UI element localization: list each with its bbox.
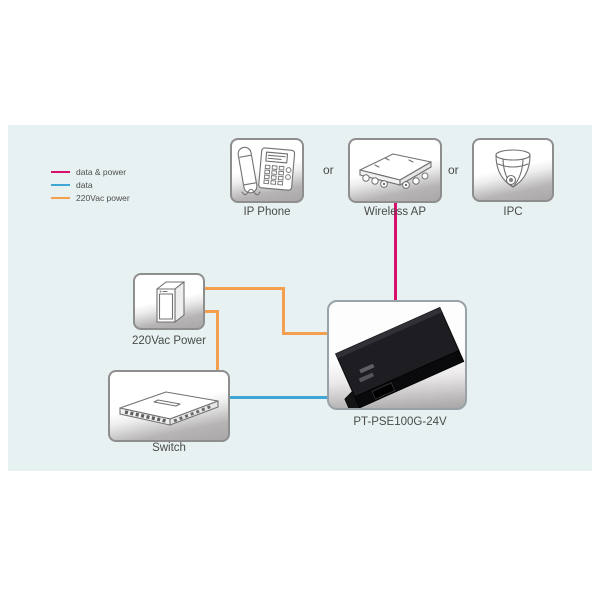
connector-220vac-power-to-injector-h2 <box>282 332 328 335</box>
connector-220vac-power-to-injector-h1 <box>204 287 285 290</box>
device-box-switch <box>108 370 230 442</box>
device-label-220vac-power: 220Vac Power <box>132 335 206 347</box>
power-supply-icon <box>146 278 192 326</box>
legend-label: data & power <box>76 166 127 177</box>
poe-injector-icon <box>329 302 465 408</box>
vac-power-line-swatch <box>51 196 70 199</box>
or-label-1: or <box>323 163 334 177</box>
connector-data-power-ap-to-injector <box>393 202 397 302</box>
device-box-ip-phone <box>230 138 304 203</box>
device-box-220vac-power <box>133 273 205 330</box>
data-power-line-swatch <box>51 170 70 173</box>
wireless-ap-icon <box>355 147 435 195</box>
legend-item-data-power: data & power <box>51 166 130 177</box>
connector-220vac-power-to-switch-v <box>216 310 219 371</box>
ip-phone-icon <box>236 145 298 197</box>
data-line-swatch <box>51 183 70 186</box>
device-box-ipc <box>472 138 554 202</box>
connector-data-switch-to-injector <box>230 396 328 399</box>
connector-220vac-power-to-injector-v <box>282 287 285 335</box>
legend-label: 220Vac power <box>76 192 130 203</box>
or-label-2: or <box>448 163 459 177</box>
device-box-poe-injector <box>327 300 467 410</box>
ipc-camera-icon <box>489 147 537 193</box>
device-label-ipc: IPC <box>503 206 523 218</box>
legend: data & power data 220Vac power <box>51 166 130 203</box>
legend-item-220vac: 220Vac power <box>51 192 130 203</box>
switch-icon <box>116 384 222 428</box>
device-label-ip-phone: IP Phone <box>243 206 291 218</box>
device-box-wireless-ap <box>348 138 442 203</box>
legend-label: data <box>76 179 93 190</box>
device-label-switch: Switch <box>152 442 186 454</box>
device-label-wireless-ap: Wireless AP <box>364 206 426 218</box>
connector-220vac-power-to-switch-h <box>204 310 219 313</box>
device-label-poe-injector: PT-PSE100G-24V <box>353 416 447 428</box>
legend-item-data: data <box>51 179 130 190</box>
